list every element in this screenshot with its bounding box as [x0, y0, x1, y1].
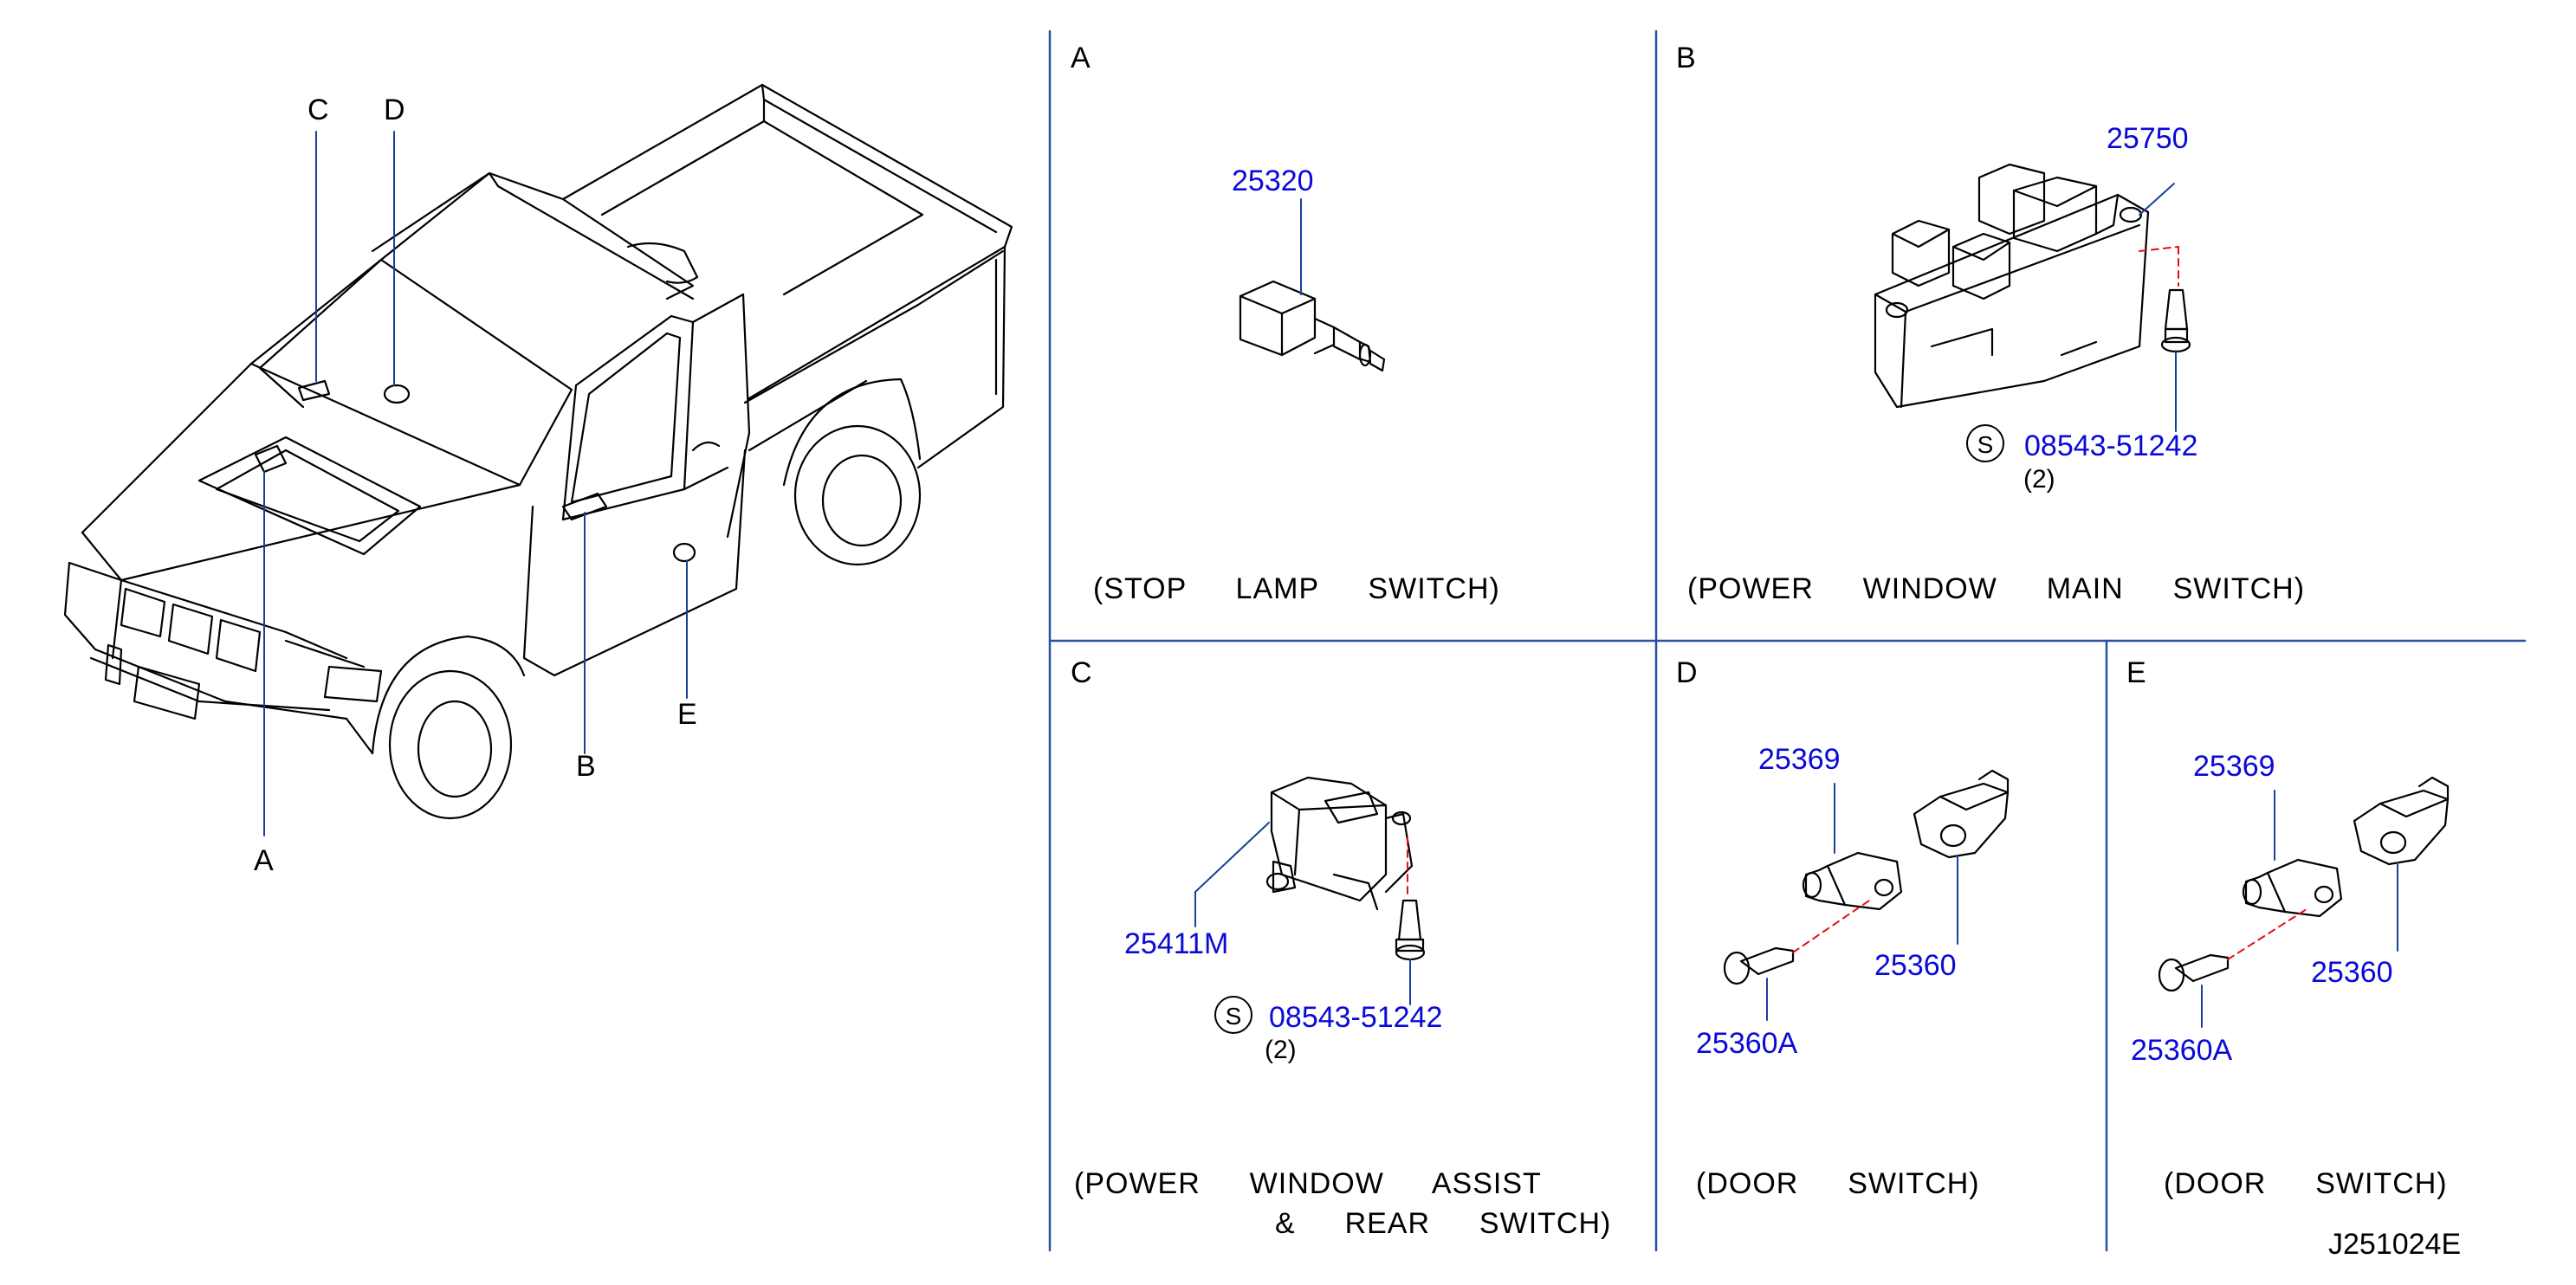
part-number-25369-e: 25369: [2193, 750, 2275, 783]
callout-e: E: [677, 698, 697, 731]
panel-d-caption: (DOOR SWITCH): [1696, 1167, 1980, 1200]
part-number-screw-c: 08543-51242: [1269, 1001, 1443, 1034]
leaders-b: [2139, 183, 2177, 432]
part-number-25360-d: 25360: [1874, 949, 1957, 982]
part-number-25411m: 25411M: [1124, 927, 1229, 960]
panel-c-letter: C: [1071, 656, 1092, 689]
screw-qty-b: (2): [2023, 465, 2055, 494]
callout-d: D: [384, 94, 405, 126]
dash-line-e: [2227, 907, 2310, 960]
door-switch-e-drawing: [2158, 776, 2450, 992]
part-number-screw-b: 08543-51242: [2024, 429, 2198, 462]
power-window-assist-switch-drawing: [1265, 776, 1426, 961]
part-number-25750: 25750: [2107, 122, 2189, 155]
part-number-25369-d: 25369: [1758, 743, 1841, 776]
leaders-e: [2201, 790, 2398, 1028]
panel-b-caption: (POWER WINDOW MAIN SWITCH): [1687, 572, 2306, 605]
callout-a: A: [254, 844, 274, 877]
callout-c: C: [307, 94, 329, 126]
leaders-d: [1766, 783, 1958, 1021]
callout-b: B: [576, 750, 596, 783]
screw-qty-c: (2): [1265, 1036, 1297, 1064]
screw-symbol-c: S: [1214, 996, 1252, 1034]
panel-a-letter: A: [1071, 42, 1091, 74]
panel-e-letter: E: [2126, 656, 2146, 689]
panel-d-letter: D: [1676, 656, 1698, 689]
leaders-c: [1194, 822, 1411, 1005]
part-number-25360a-d: 25360A: [1696, 1027, 1798, 1060]
part-number-25360a-e: 25360A: [2131, 1034, 2233, 1067]
panel-b-letter: B: [1676, 42, 1696, 74]
part-number-25360-e: 25360: [2311, 956, 2393, 989]
dash-lines-b: [2139, 246, 2179, 287]
panel-e-caption: (DOOR SWITCH): [2164, 1167, 2448, 1200]
dash-line-d: [1792, 900, 1870, 953]
panel-c-caption-line2: & REAR SWITCH): [1275, 1207, 1612, 1240]
pickup-truck-drawing: [63, 83, 1013, 820]
overview-leaders: [263, 131, 688, 836]
panel-c-caption-line1: (POWER WINDOW ASSIST: [1074, 1167, 1542, 1200]
part-number-25320: 25320: [1232, 165, 1314, 197]
stop-lamp-switch-drawing: [1239, 280, 1386, 372]
screw-symbol-b: S: [1966, 424, 2004, 462]
panel-a-caption: (STOP LAMP SWITCH): [1093, 572, 1500, 605]
panel-dividers: [1048, 29, 2527, 1252]
power-window-main-switch-drawing: [1874, 163, 2191, 409]
door-switch-d-drawing: [1723, 769, 2010, 985]
diagram-code: J251024E: [2328, 1228, 2462, 1261]
